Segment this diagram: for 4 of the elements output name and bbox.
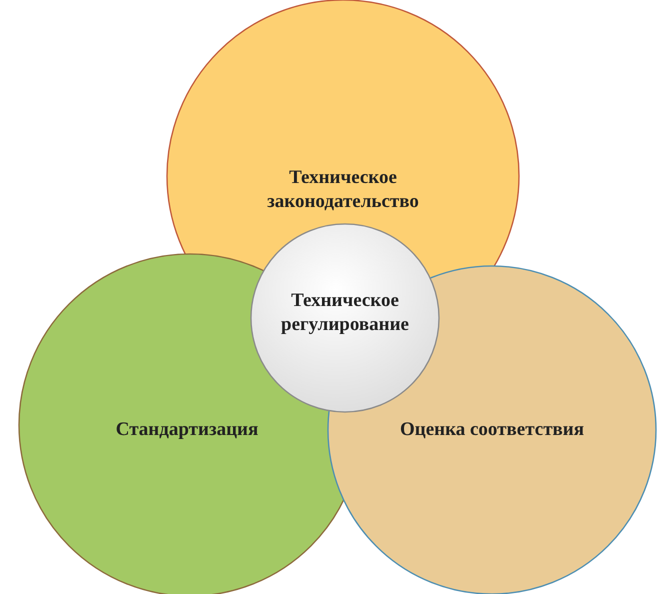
circle-label: Оценка соответствия xyxy=(398,418,586,442)
circle-label: Стандартизация xyxy=(114,418,260,442)
circle-label: Техническое регулирование xyxy=(280,289,410,337)
circle-label: Техническое законодательство xyxy=(266,166,420,214)
